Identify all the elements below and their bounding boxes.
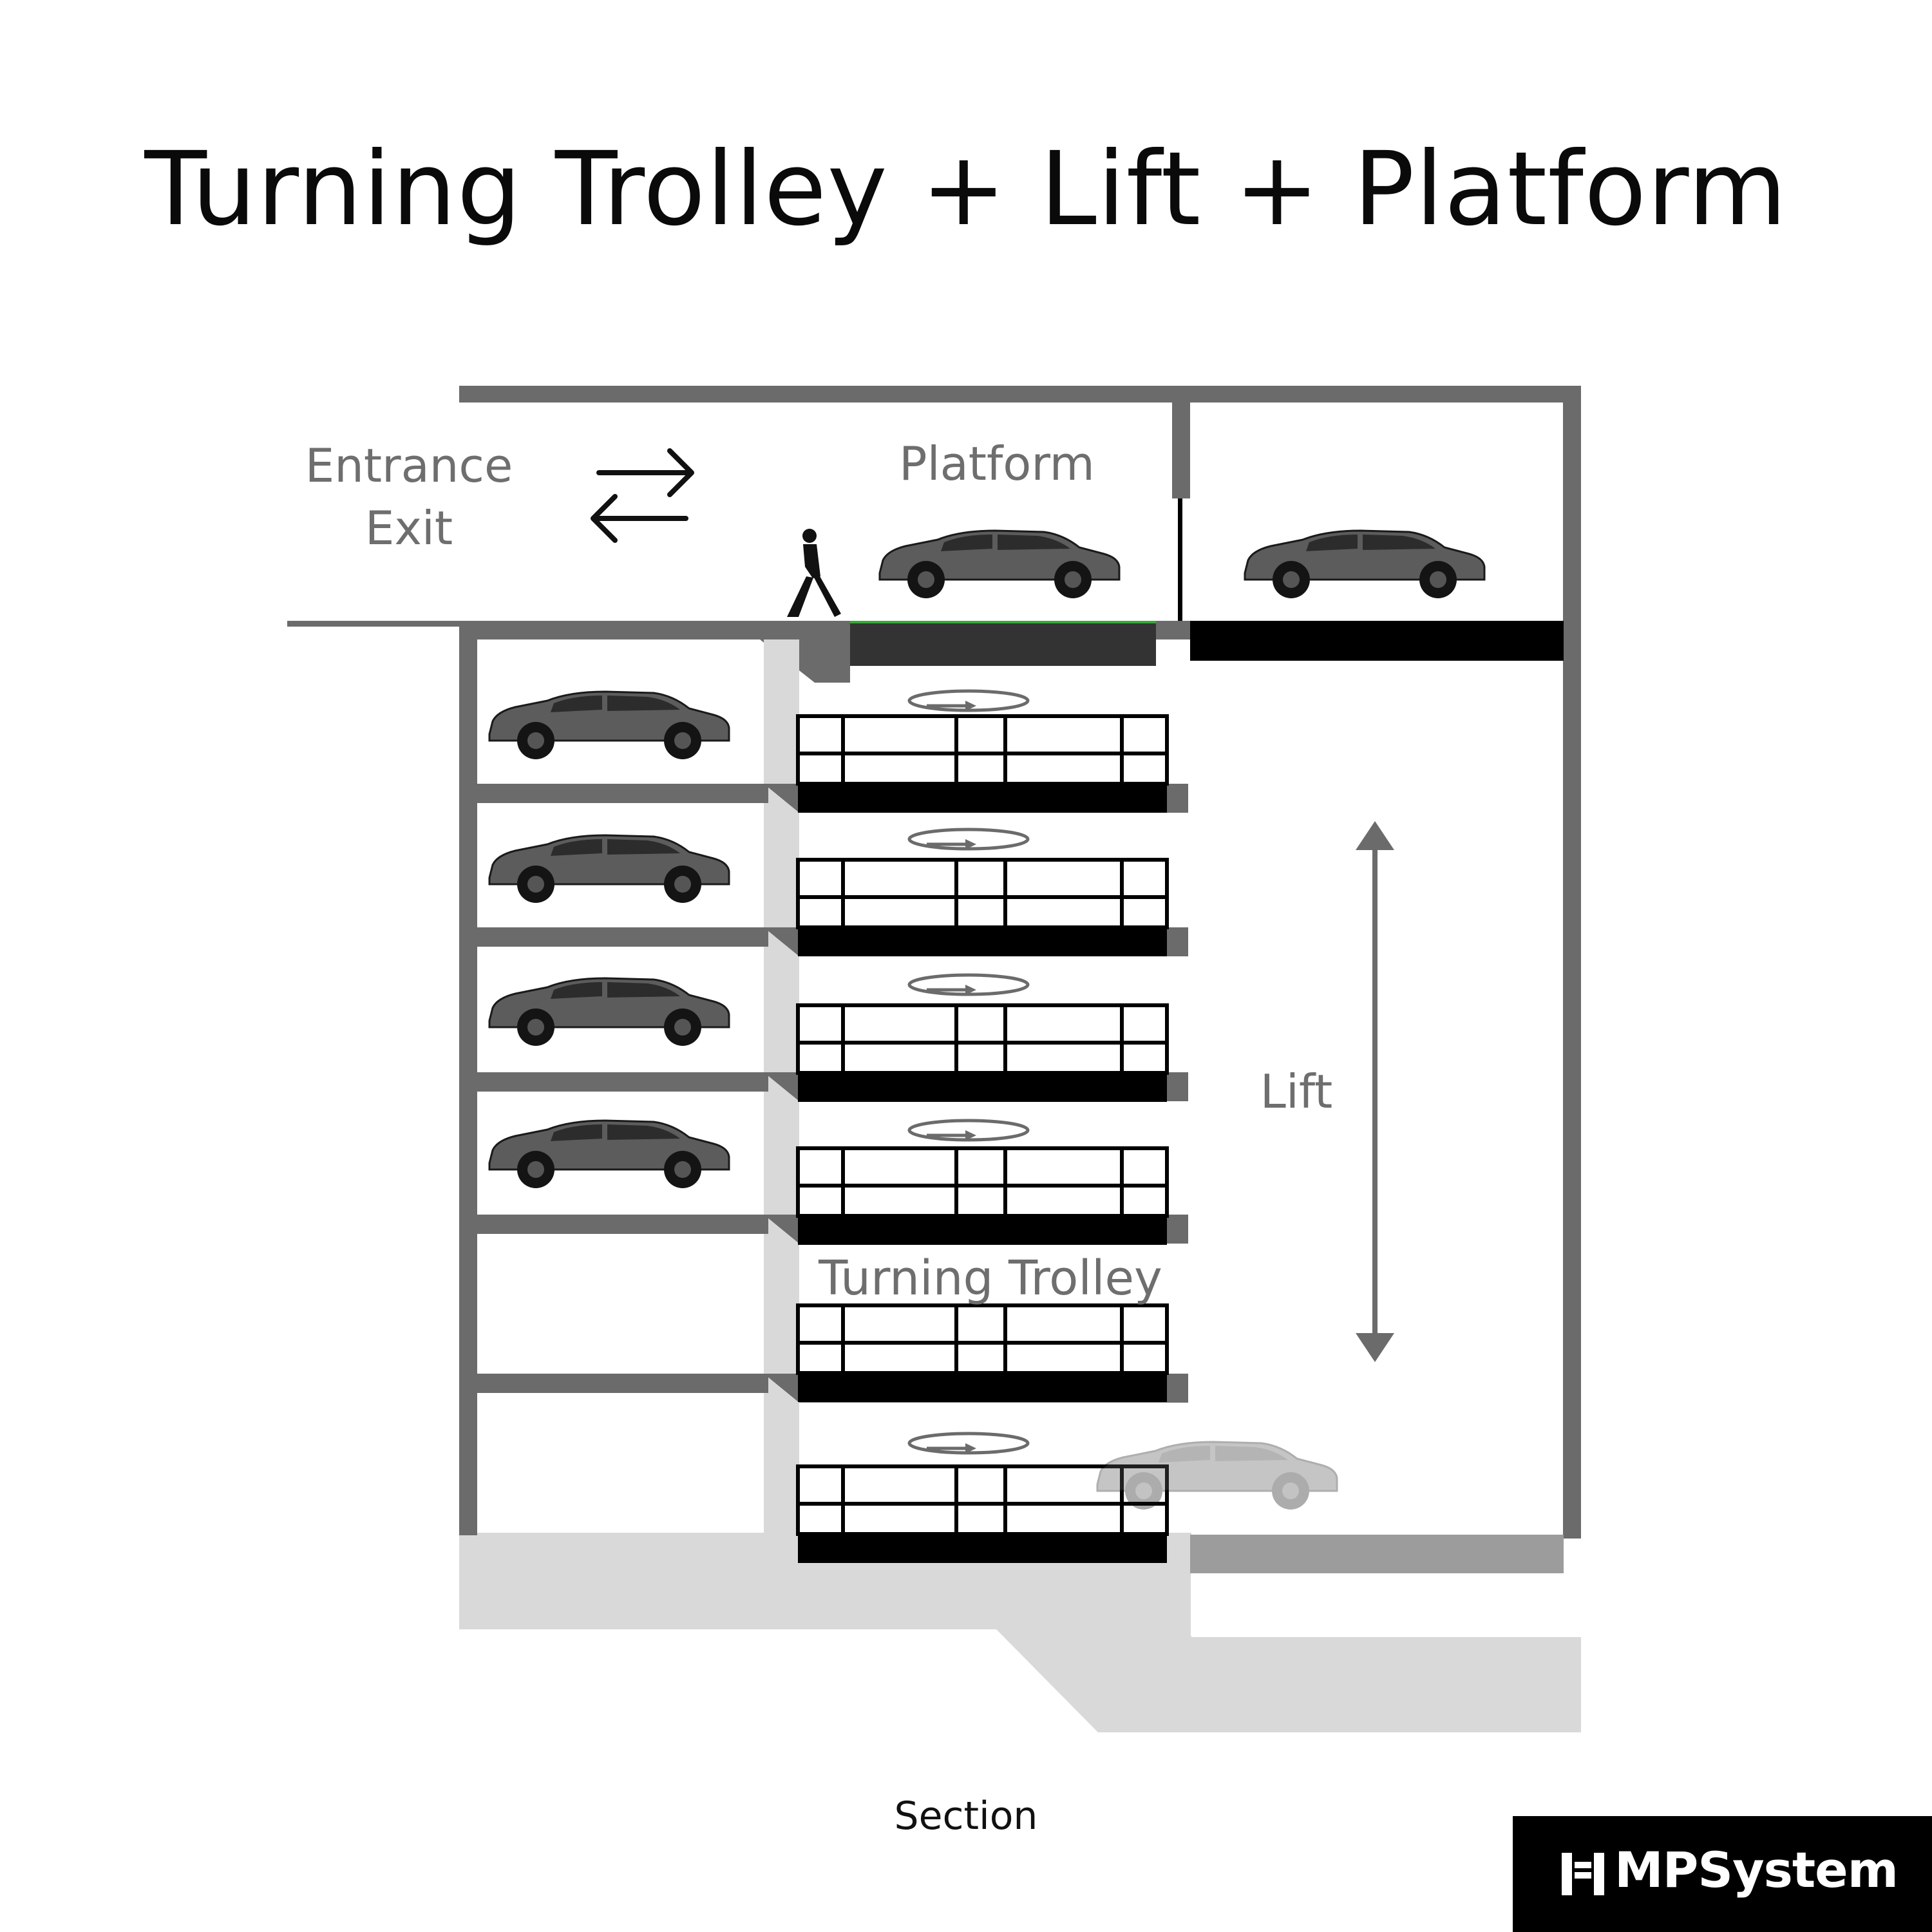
roof-slab: [459, 386, 1581, 402]
turning-trolley-4: [798, 1148, 1167, 1245]
brand-name: MPSystem: [1615, 1841, 1899, 1899]
bidirectional-arrows-icon: [591, 448, 694, 543]
foundation: [459, 1533, 1581, 1732]
rotation-arrow-icon: [909, 975, 1028, 995]
turning-trolley-5: [798, 1305, 1167, 1402]
faded-car: [1096, 1441, 1338, 1511]
turning-trolley-label: Turning Trolley: [818, 1251, 1162, 1306]
parked-car: [488, 1119, 730, 1189]
parked-car: [488, 834, 730, 904]
rotation-arrow-icon: [909, 691, 1028, 711]
entrance-label: Entrance: [305, 439, 513, 493]
lift-bottom-platform: [1190, 1535, 1564, 1573]
parked-car: [488, 690, 730, 761]
brand-badge: MPSystem: [1513, 1816, 1932, 1932]
turning-trolley-1: [798, 716, 1167, 813]
lift-car: [1244, 529, 1486, 600]
rotation-arrow-icon: [909, 1434, 1028, 1454]
street-level: [287, 621, 464, 627]
mpsystem-logo-icon: [1562, 1853, 1604, 1895]
parked-car: [488, 977, 730, 1047]
right-outer-wall: [1563, 386, 1581, 1539]
turning-trolley-2: [798, 860, 1167, 956]
vertical-double-arrow-icon: [1356, 821, 1394, 1362]
platform: [850, 621, 1156, 666]
section-caption: Section: [894, 1794, 1038, 1839]
lift-label: Lift: [1260, 1065, 1332, 1119]
page-title: Turning Trolley + Lift + Platform: [144, 130, 1788, 249]
walking-person-icon: [787, 529, 841, 617]
lift-top-platform: [1190, 621, 1564, 661]
rotation-arrow-icon: [909, 829, 1028, 849]
exit-label: Exit: [365, 501, 453, 555]
turning-trolley-3: [798, 1005, 1167, 1102]
platform-label: Platform: [899, 437, 1095, 491]
platform-divider-wall: [1172, 386, 1190, 498]
platform-car: [878, 529, 1121, 600]
rotation-arrow-icon: [909, 1121, 1028, 1141]
